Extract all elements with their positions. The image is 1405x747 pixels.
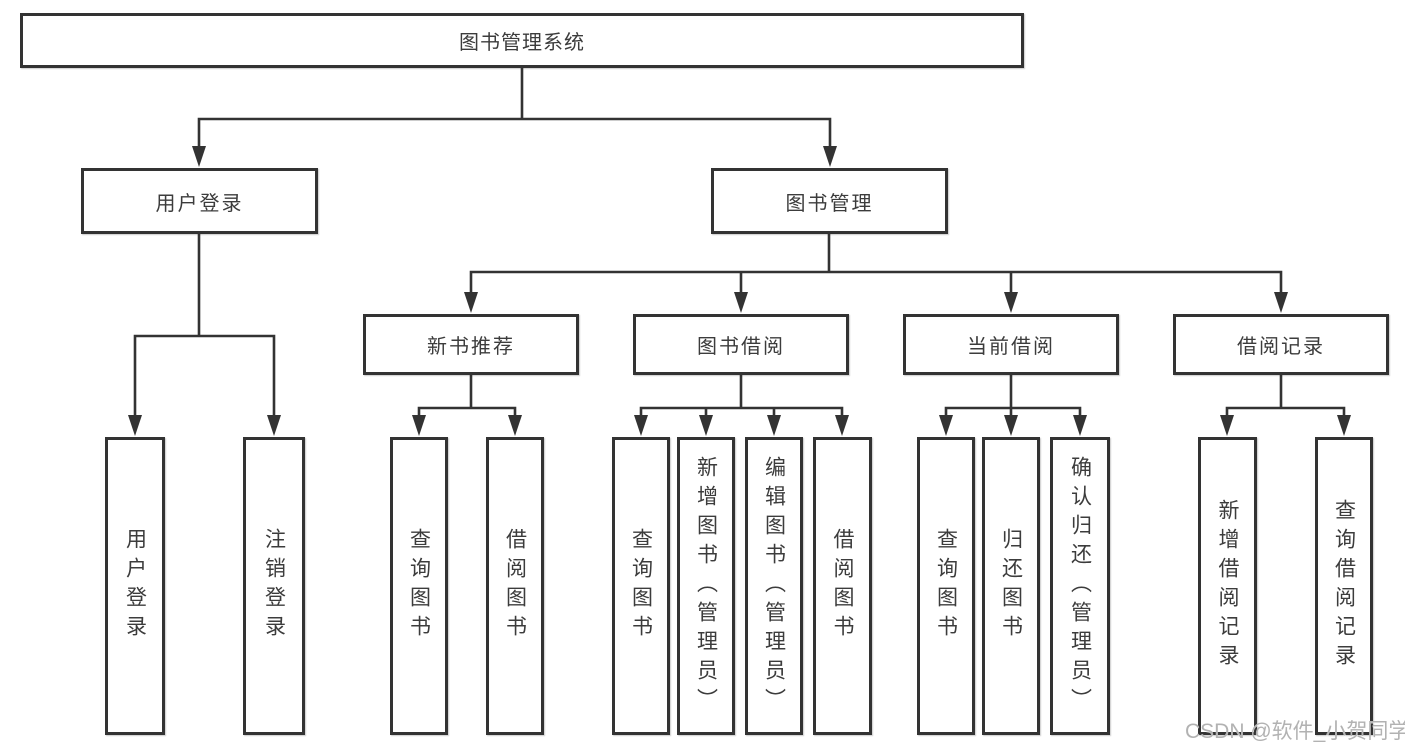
leaf-return-books: 归还图书 [982, 437, 1040, 735]
leaf-label: 查询图书 [407, 528, 431, 644]
node-book-borrowing: 图书借阅 [633, 314, 849, 375]
connector-current-borrowing-to-leaves [944, 374, 1082, 416]
arrow-down-icon [835, 415, 849, 436]
arrow-down-icon [267, 415, 281, 436]
leaf-label: 查询图书 [934, 528, 958, 644]
leaf-borrow-books: 借阅图书 [486, 437, 544, 735]
arrow-down-icon [1004, 292, 1018, 313]
arrow-down-icon [464, 292, 478, 313]
leaf-label: 借阅图书 [503, 528, 527, 644]
arrow-down-icon [1220, 415, 1234, 436]
leaf-label: 新增借阅记录 [1216, 499, 1240, 673]
node-borrowing-records: 借阅记录 [1173, 314, 1389, 375]
arrow-down-icon [767, 415, 781, 436]
arrow-down-icon [1337, 415, 1351, 436]
leaf-borrow-books: 借阅图书 [813, 437, 872, 735]
arrow-down-icon [128, 415, 142, 436]
leaf-label: 查询图书 [629, 528, 653, 644]
leaf-confirm-return-admin: 确认归还（管理员） [1050, 437, 1110, 735]
arrow-down-icon [508, 415, 522, 436]
node-label: 新书推荐 [427, 336, 515, 358]
arrow-down-icon [734, 292, 748, 313]
leaf-label: 编辑图书（管理员） [762, 455, 786, 717]
node-label: 用户登录 [155, 192, 244, 215]
node-label: 借阅记录 [1237, 336, 1325, 358]
node-label: 图书借阅 [697, 336, 785, 358]
node-new-book-recommendation: 新书推荐 [363, 314, 579, 375]
leaf-add-book-admin: 新增图书（管理员） [677, 437, 735, 735]
leaf-label: 新增图书（管理员） [694, 455, 718, 717]
arrow-down-icon [634, 415, 648, 436]
node-current-borrowing: 当前借阅 [903, 314, 1119, 375]
leaf-label: 查询借阅记录 [1332, 499, 1356, 673]
leaf-label: 确认归还（管理员） [1068, 455, 1092, 717]
leaf-label: 归还图书 [999, 528, 1023, 644]
node-label: 图书管理 [785, 192, 874, 215]
node-library-management-system: 图书管理系统 [20, 13, 1024, 68]
node-user-login: 用户登录 [81, 168, 318, 234]
arrow-down-icon [412, 415, 426, 436]
leaf-label: 借阅图书 [831, 528, 855, 644]
node-label: 图书管理系统 [459, 32, 585, 54]
connector-book-management-to-level3 [469, 233, 1283, 294]
leaf-user-login: 用户登录 [105, 437, 165, 735]
node-label: 当前借阅 [967, 336, 1055, 358]
arrow-down-icon [1073, 415, 1087, 436]
connector-user-login-to-leaves [133, 233, 276, 416]
leaf-edit-book-admin: 编辑图书（管理员） [745, 437, 803, 735]
connector-book-borrowing-to-leaves [639, 374, 844, 416]
connector-root-to-level2 [197, 67, 832, 150]
leaf-add-borrowing-record: 新增借阅记录 [1198, 437, 1257, 735]
connector-new-book-recommendation-to-leaves [417, 374, 517, 416]
arrow-down-icon [1274, 292, 1288, 313]
leaf-search-books: 查询图书 [917, 437, 975, 735]
arrow-down-icon [699, 415, 713, 436]
arrow-down-icon [1004, 415, 1018, 436]
leaf-search-books: 查询图书 [612, 437, 670, 735]
leaf-search-books: 查询图书 [390, 437, 448, 735]
leaf-search-borrowing-record: 查询借阅记录 [1315, 437, 1373, 735]
arrow-down-icon [939, 415, 953, 436]
leaf-label: 用户登录 [123, 528, 147, 644]
watermark: CSDN @软件_小贺同学 [1185, 720, 1405, 743]
node-book-management: 图书管理 [711, 168, 948, 234]
leaf-label: 注销登录 [262, 528, 286, 644]
connector-borrowing-records-to-leaves [1225, 374, 1346, 416]
leaf-logout: 注销登录 [243, 437, 305, 735]
arrow-down-icon [192, 146, 206, 167]
arrow-down-icon [823, 146, 837, 167]
